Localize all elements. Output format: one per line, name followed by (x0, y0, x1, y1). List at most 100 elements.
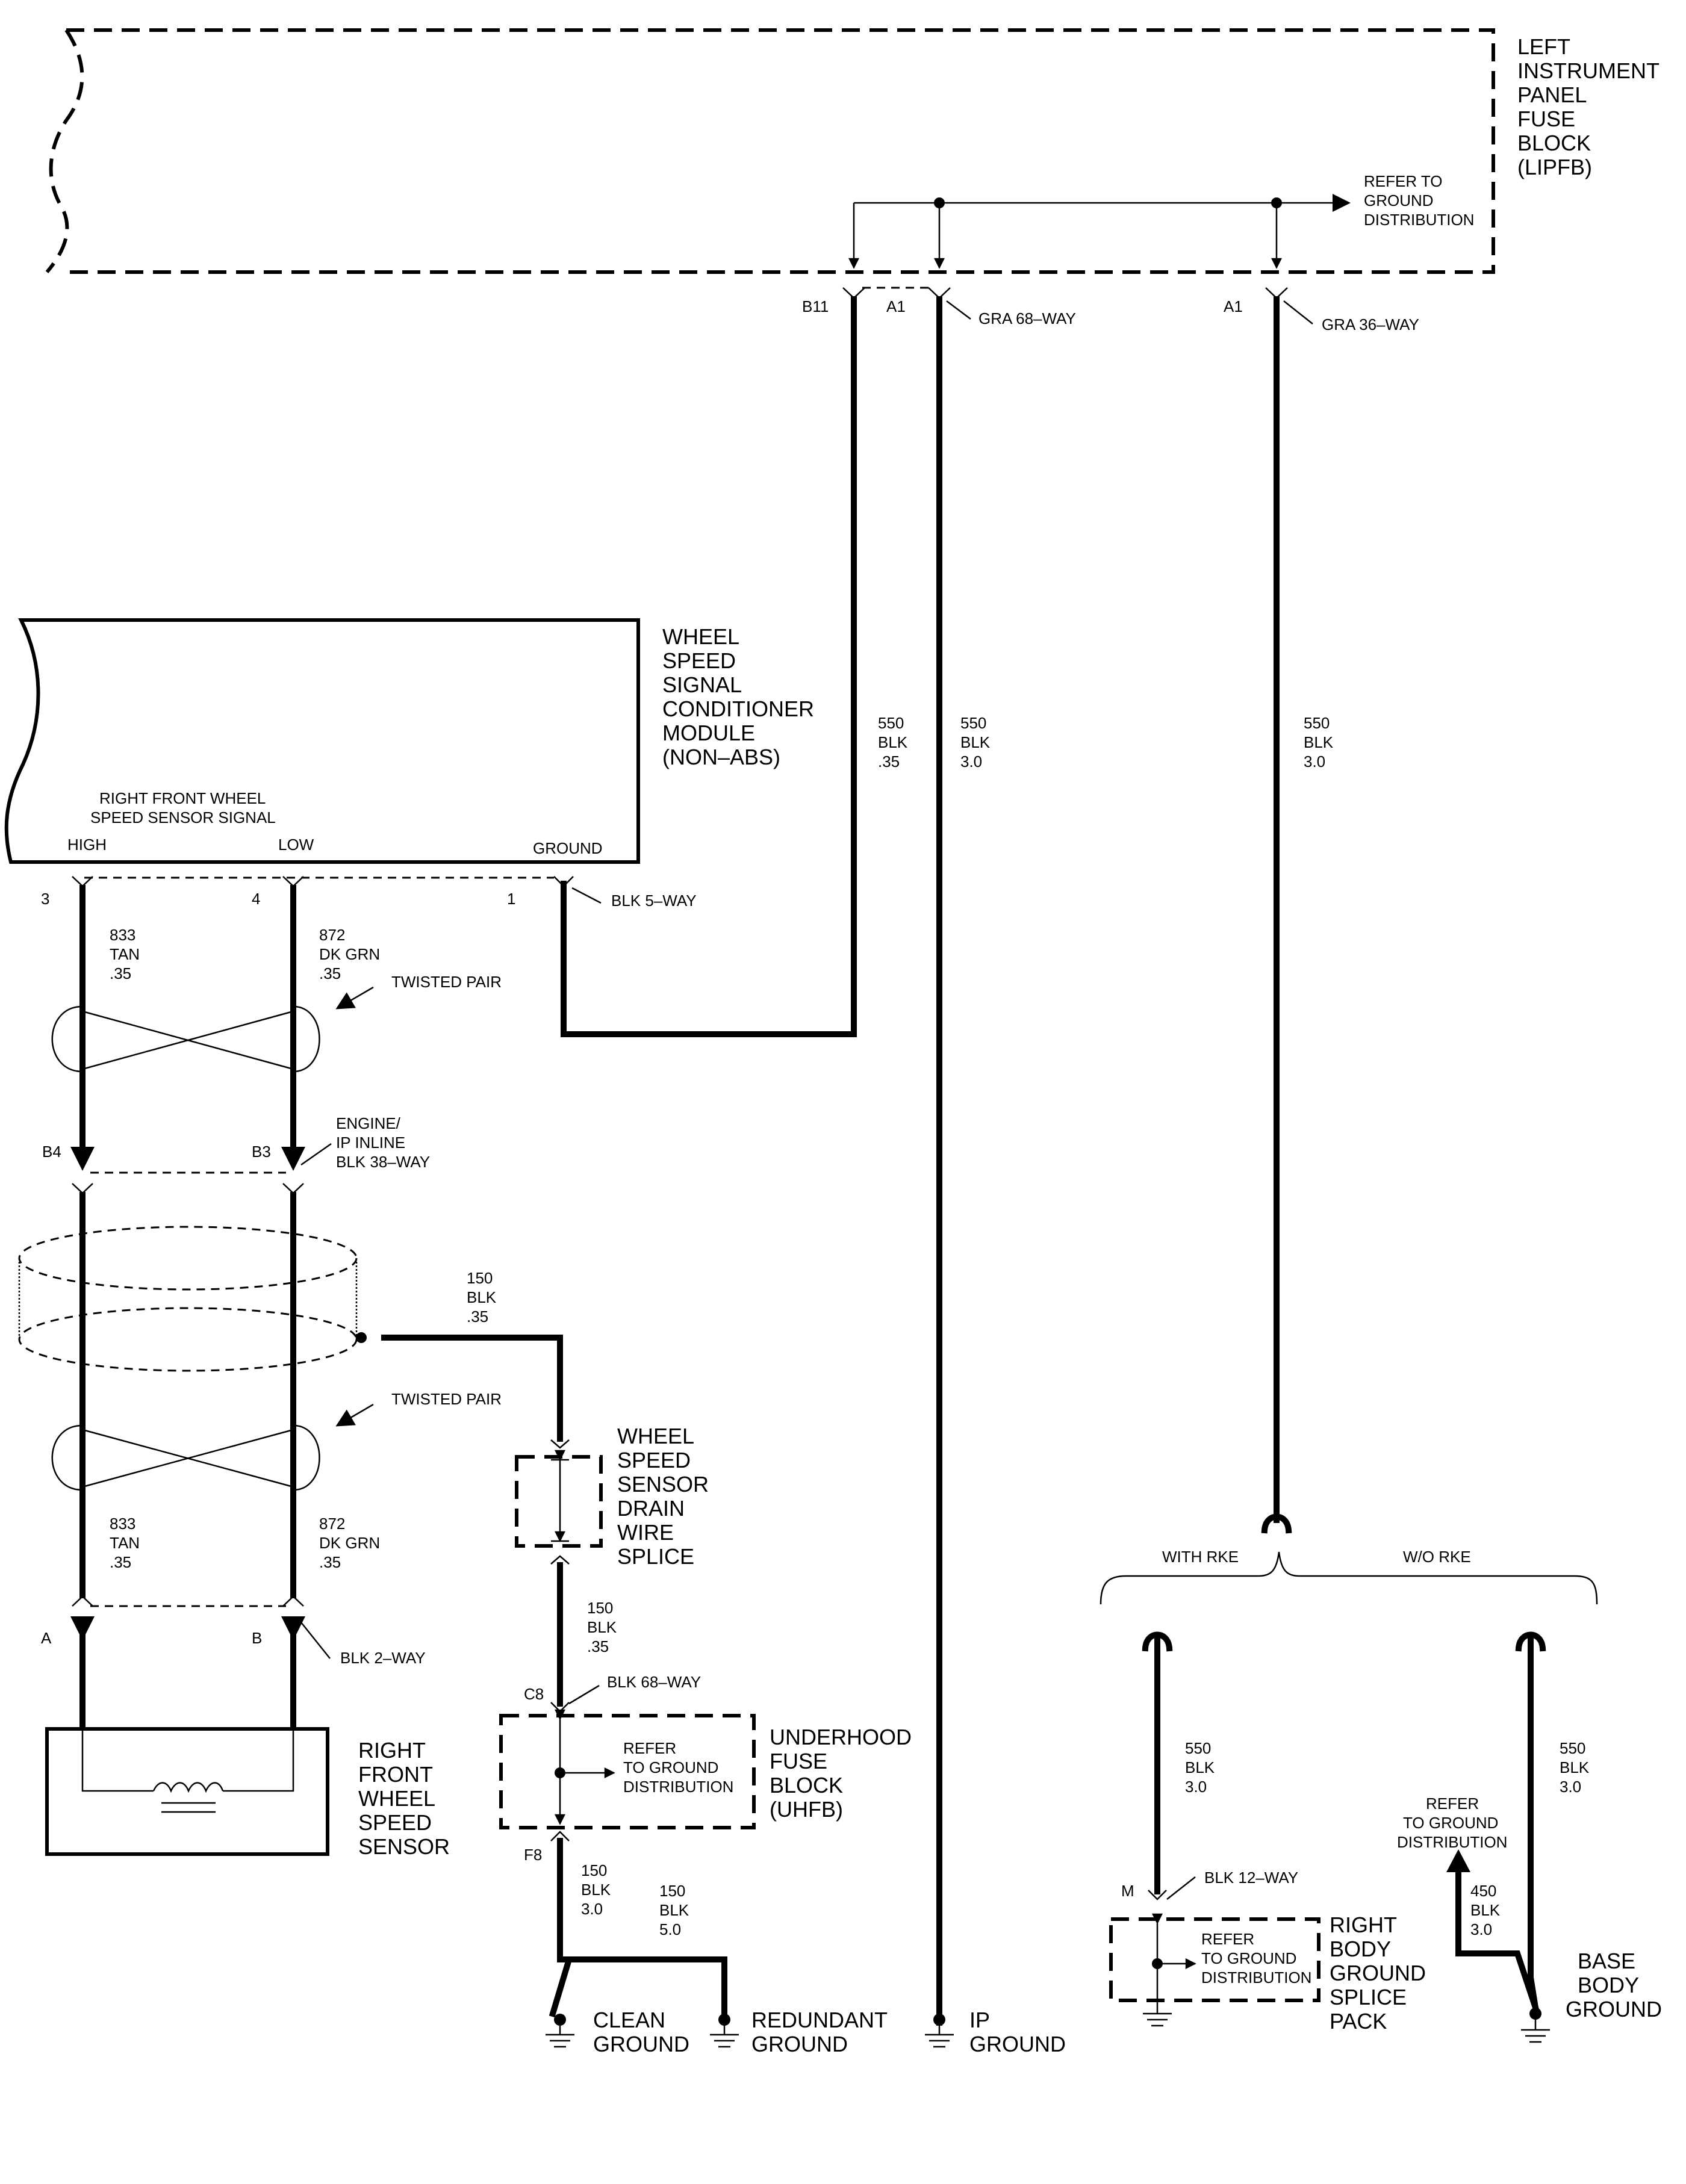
base-refer: REFER TO GROUND DISTRIBUTION (1397, 1795, 1507, 1851)
svg-text:GROUND: GROUND (1566, 1997, 1662, 2021)
svg-text:550: 550 (1304, 714, 1330, 732)
svg-text:RIGHT FRONT WHEEL: RIGHT FRONT WHEEL (99, 789, 266, 807)
wire-150-splice: 150 BLK .35 (557, 1562, 617, 1707)
wire-550-labels: 550 BLK .35 550 BLK 3.0 550 BLK 3.0 (878, 714, 1334, 771)
svg-text:(UHFB): (UHFB) (770, 1797, 843, 1822)
svg-text:.35: .35 (878, 752, 900, 771)
svg-text:BLK: BLK (581, 1881, 611, 1899)
module-connector: 3 4 1 BLK 5–WAY (41, 876, 697, 910)
shield (18, 1226, 367, 1372)
svg-text:150: 150 (581, 1861, 607, 1879)
svg-text:GROUND: GROUND (1330, 1961, 1426, 1985)
svg-text:5.0: 5.0 (659, 1920, 681, 1938)
svg-text:A: A (41, 1629, 52, 1647)
wsscm-box (4, 618, 640, 864)
svg-text:CLEAN: CLEAN (593, 2008, 665, 2032)
svg-text:SENSOR: SENSOR (358, 1834, 450, 1859)
wsscm-pin-labels: RIGHT FRONT WHEEL SPEED SENSOR SIGNAL HI… (67, 789, 603, 857)
wire-150-to-ground: 150 BLK 3.0 150 BLK 5.0 (549, 1838, 727, 2020)
svg-text:BLK: BLK (659, 1901, 689, 1919)
svg-text:B: B (252, 1629, 262, 1647)
uhfb-label: UNDERHOOD FUSE BLOCK (UHFB) (770, 1725, 912, 1822)
svg-text:.35: .35 (587, 1637, 609, 1655)
svg-text:(LIPFB): (LIPFB) (1517, 155, 1592, 179)
svg-text:SPLICE: SPLICE (1330, 1985, 1407, 2009)
wsscm-label: WHEEL SPEED SIGNAL CONDITIONER MODULE (N… (662, 624, 814, 769)
svg-text:150: 150 (659, 1882, 685, 1900)
clean-ground-label: CLEAN GROUND (593, 2008, 689, 2056)
svg-text:DRAIN: DRAIN (617, 1496, 685, 1521)
svg-text:W/O RKE: W/O RKE (1403, 1548, 1471, 1566)
svg-text:BODY: BODY (1578, 1973, 1639, 1997)
svg-text:REDUNDANT: REDUNDANT (751, 2008, 888, 2032)
svg-text:IP INLINE: IP INLINE (336, 1134, 405, 1152)
svg-text:FRONT: FRONT (358, 1762, 433, 1787)
svg-text:150: 150 (587, 1599, 613, 1617)
svg-text:BLK 2–WAY: BLK 2–WAY (340, 1649, 426, 1667)
svg-text:3.0: 3.0 (960, 752, 982, 771)
svg-text:450: 450 (1470, 1882, 1496, 1900)
svg-text:RIGHT: RIGHT (358, 1738, 426, 1763)
svg-text:550: 550 (1185, 1739, 1211, 1757)
svg-text:REFER: REFER (1201, 1930, 1254, 1948)
svg-text:TAN: TAN (110, 1534, 140, 1552)
svg-text:833: 833 (110, 1515, 135, 1533)
wire-550-rke (1261, 296, 1292, 1534)
svg-text:833: 833 (110, 926, 135, 944)
svg-text:.35: .35 (110, 964, 131, 982)
lipfb-connectors: B11 A1 GRA 68–WAY A1 GRA 36–WAY (802, 287, 1419, 333)
svg-text:150: 150 (467, 1269, 493, 1287)
svg-text:F8: F8 (524, 1846, 542, 1864)
uhfb-refer: REFER TO GROUND DISTRIBUTION (623, 1739, 733, 1796)
drain-splice (515, 1439, 603, 1565)
svg-text:TWISTED PAIR: TWISTED PAIR (391, 973, 502, 991)
twisted-pair-upper: TWISTED PAIR (51, 973, 502, 1073)
svg-text:GROUND: GROUND (533, 839, 603, 857)
svg-text:REFER TO: REFER TO (1364, 172, 1443, 190)
svg-text:A1: A1 (886, 297, 906, 315)
svg-text:PACK: PACK (1330, 2009, 1387, 2034)
uhfb-connector: C8 BLK 68–WAY (524, 1673, 701, 1713)
svg-text:SPEED: SPEED (617, 1448, 691, 1472)
svg-text:BLK: BLK (960, 733, 991, 751)
svg-text:WHEEL: WHEEL (358, 1786, 435, 1811)
sensor-connector: A B BLK 2–WAY (41, 1595, 426, 1667)
svg-text:GROUND: GROUND (969, 2032, 1066, 2056)
svg-text:BLK 38–WAY: BLK 38–WAY (336, 1153, 430, 1171)
svg-text:REFER: REFER (623, 1739, 676, 1757)
svg-text:1: 1 (507, 890, 515, 908)
svg-text:BLK: BLK (1185, 1758, 1215, 1776)
ip-ground-symbol (925, 2014, 954, 2048)
svg-text:BLK: BLK (1470, 1901, 1501, 1919)
svg-text:3.0: 3.0 (1304, 752, 1325, 771)
svg-text:BLK: BLK (878, 733, 908, 751)
uhfb-box (499, 1709, 756, 1829)
svg-text:.35: .35 (110, 1553, 131, 1571)
svg-text:550: 550 (960, 714, 986, 732)
svg-text:SPLICE: SPLICE (617, 1544, 694, 1569)
svg-text:GROUND: GROUND (593, 2032, 689, 2056)
svg-text:BLK 68–WAY: BLK 68–WAY (607, 1673, 701, 1691)
svg-text:SPEED SENSOR SIGNAL: SPEED SENSOR SIGNAL (90, 808, 276, 827)
svg-text:3.0: 3.0 (1470, 1920, 1492, 1938)
base-ground-symbol (1521, 2008, 1550, 2043)
svg-text:SENSOR: SENSOR (617, 1472, 709, 1497)
svg-text:BLK: BLK (467, 1288, 497, 1306)
svg-text:.35: .35 (467, 1308, 488, 1326)
svg-text:DISTRIBUTION: DISTRIBUTION (1397, 1833, 1507, 1851)
svg-text:UNDERHOOD: UNDERHOOD (770, 1725, 912, 1749)
svg-text:SPEED: SPEED (662, 648, 736, 673)
svg-text:B11: B11 (802, 297, 829, 315)
uhfb-out-connector: F8 (524, 1831, 570, 1864)
svg-text:BLK: BLK (587, 1618, 617, 1636)
svg-text:GRA 68–WAY: GRA 68–WAY (978, 309, 1076, 327)
svg-text:TO GROUND: TO GROUND (1403, 1814, 1498, 1832)
redundant-ground-symbol (710, 2014, 739, 2048)
wss-label: RIGHT FRONT WHEEL SPEED SENSOR (358, 1738, 450, 1859)
svg-text:DK GRN: DK GRN (319, 1534, 380, 1552)
svg-text:DISTRIBUTION: DISTRIBUTION (1201, 1968, 1311, 1987)
lower-wire-labels: 833 TAN .35 872 DK GRN .35 (110, 1515, 380, 1571)
rbgsp-connector: M BLK 12–WAY (1121, 1869, 1298, 1900)
svg-text:BLK: BLK (1304, 733, 1334, 751)
rbgsp-refer: REFER TO GROUND DISTRIBUTION (1201, 1930, 1311, 1987)
